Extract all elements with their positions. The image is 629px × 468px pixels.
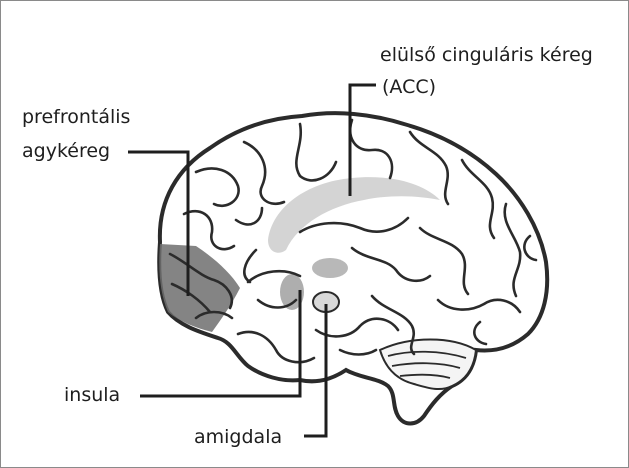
pfc-label-line1: prefrontális [22,106,130,128]
insula-highlight-upper [312,258,348,278]
pfc-label-line2: agykéreg [22,140,110,162]
amygdala-label: amigdala [194,426,282,448]
insula-label: insula [64,384,120,406]
acc-label-line2: (ACC) [382,76,436,98]
acc-label-line1: elülső cinguláris kéreg [380,44,593,66]
